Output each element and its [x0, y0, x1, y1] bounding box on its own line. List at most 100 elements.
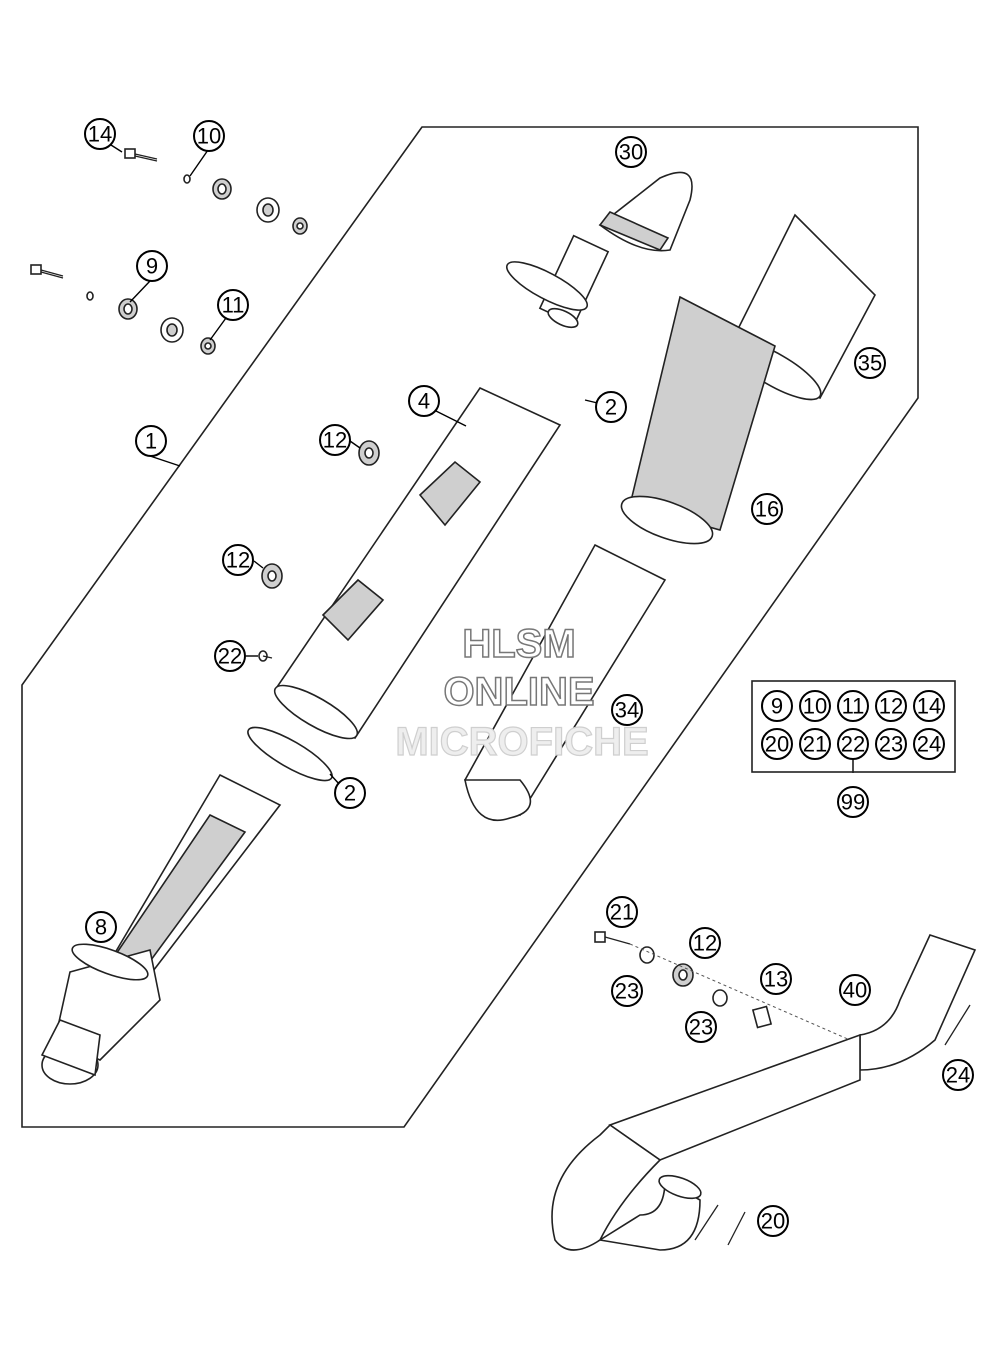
callout-21: 21: [606, 896, 638, 928]
kit-callout-12-label: 12: [879, 694, 903, 719]
front-cone-assembly: [40, 773, 282, 1085]
callout-23-right: 23: [685, 1011, 717, 1043]
kit-callout-11: 11: [837, 690, 869, 722]
callout-2-upper-label: 2: [605, 395, 617, 420]
gasket-lower: [247, 726, 333, 782]
kit-box: [751, 680, 956, 773]
callout-99: 99: [837, 786, 869, 818]
callout-2-lower-label: 2: [344, 781, 356, 806]
callout-2-lower: 2: [334, 777, 366, 809]
kit-callout-22-label: 22: [841, 732, 865, 757]
rubber-bushing-upper: [256, 197, 280, 223]
kit-callout-14-label: 14: [917, 694, 941, 719]
washer-lower: [86, 291, 94, 301]
callout-13: 13: [760, 963, 792, 995]
callout-24-label: 24: [946, 1063, 970, 1088]
grommet-lower: [261, 563, 283, 589]
callout-4: 4: [408, 385, 440, 417]
muffler-body: [273, 386, 562, 740]
callout-35: 35: [854, 347, 886, 379]
nut-upper: [292, 217, 308, 235]
kit-callout-12: 12: [875, 690, 907, 722]
callout-24: 24: [942, 1059, 974, 1091]
nut-lower: [200, 337, 216, 355]
callout-12-lower-label: 12: [693, 931, 717, 956]
kit-callout-9: 9: [761, 690, 793, 722]
callout-30-label: 30: [619, 140, 643, 165]
callout-1-label: 1: [145, 429, 157, 454]
header-washer-2: [712, 989, 728, 1007]
grommet-upper: [358, 440, 380, 466]
callout-12-middle-label: 12: [226, 548, 250, 573]
watermark-line-2: ONLINE: [443, 670, 594, 714]
bolt-upper: [124, 148, 158, 162]
kit-callout-21: 21: [799, 728, 831, 760]
callout-4-label: 4: [418, 389, 430, 414]
springs-lower: [694, 1204, 746, 1246]
kit-callout-10: 10: [799, 690, 831, 722]
callout-1: 1: [135, 425, 167, 457]
callout-16-label: 16: [755, 497, 779, 522]
callout-22-label: 22: [218, 644, 242, 669]
header-pipe: [551, 934, 977, 1251]
callout-34: 34: [611, 694, 643, 726]
kit-callout-14: 14: [913, 690, 945, 722]
callout-12-upper: 12: [319, 424, 351, 456]
kit-callout-21-label: 21: [803, 732, 827, 757]
callout-20: 20: [757, 1205, 789, 1237]
callout-2-upper: 2: [595, 391, 627, 423]
callout-23-left: 23: [611, 975, 643, 1007]
callout-11: 11: [217, 289, 249, 321]
callout-23-right-label: 23: [689, 1015, 713, 1040]
callout-14: 14: [84, 118, 116, 150]
callout-23-left-label: 23: [615, 979, 639, 1004]
kit-callout-24: 24: [913, 728, 945, 760]
callout-20-label: 20: [761, 1209, 785, 1234]
callout-13-label: 13: [764, 967, 788, 992]
kit-callout-23-label: 23: [879, 732, 903, 757]
kit-callout-9-label: 9: [771, 694, 783, 719]
watermark-line-1: HLSM: [462, 622, 575, 666]
callout-10-label: 10: [197, 124, 221, 149]
watermark: HLSM ONLINE MICROFICHE: [395, 621, 650, 764]
header-grommet: [672, 963, 694, 987]
callout-99-label: 99: [841, 790, 865, 815]
callout-9-label: 9: [146, 254, 158, 279]
callout-22: 22: [214, 640, 246, 672]
header-bolt: [594, 931, 631, 945]
perforated-insert: [620, 295, 776, 545]
collar-upper: [212, 178, 232, 200]
kit-callout-20: 20: [761, 728, 793, 760]
callout-40: 40: [839, 974, 871, 1006]
callout-8-label: 8: [95, 915, 107, 940]
rubber-bushing-lower: [160, 317, 184, 343]
header-clip-nut: [751, 1005, 773, 1029]
header-hardware-axis: [629, 943, 851, 1041]
washer-upper: [183, 174, 191, 184]
spring-right: [944, 1004, 971, 1046]
kit-callout-11-label: 11: [842, 694, 865, 719]
muffler-cover: [463, 543, 667, 822]
kit-callout-20-label: 20: [765, 732, 789, 757]
callout-40-label: 40: [843, 978, 867, 1003]
callout-12-upper-label: 12: [323, 428, 347, 453]
callout-35-label: 35: [858, 351, 882, 376]
callout-9: 9: [136, 250, 168, 282]
callout-34-label: 34: [615, 698, 639, 723]
watermark-line-3: MICROFICHE: [395, 720, 648, 764]
callout-14-label: 14: [88, 122, 112, 147]
callout-30: 30: [615, 136, 647, 168]
callout-8: 8: [85, 911, 117, 943]
kit-callout-24-label: 24: [917, 732, 941, 757]
callout-21-label: 21: [610, 900, 634, 925]
rivet: [258, 650, 273, 662]
bolt-lower: [30, 264, 64, 279]
kit-callout-10-label: 10: [803, 694, 827, 719]
gasket-upper: [506, 261, 588, 311]
callout-11-label: 11: [222, 293, 245, 318]
collar-lower: [118, 298, 138, 320]
callout-16: 16: [751, 493, 783, 525]
assembly-frame: [21, 126, 919, 1128]
kit-callout-22: 22: [837, 728, 869, 760]
